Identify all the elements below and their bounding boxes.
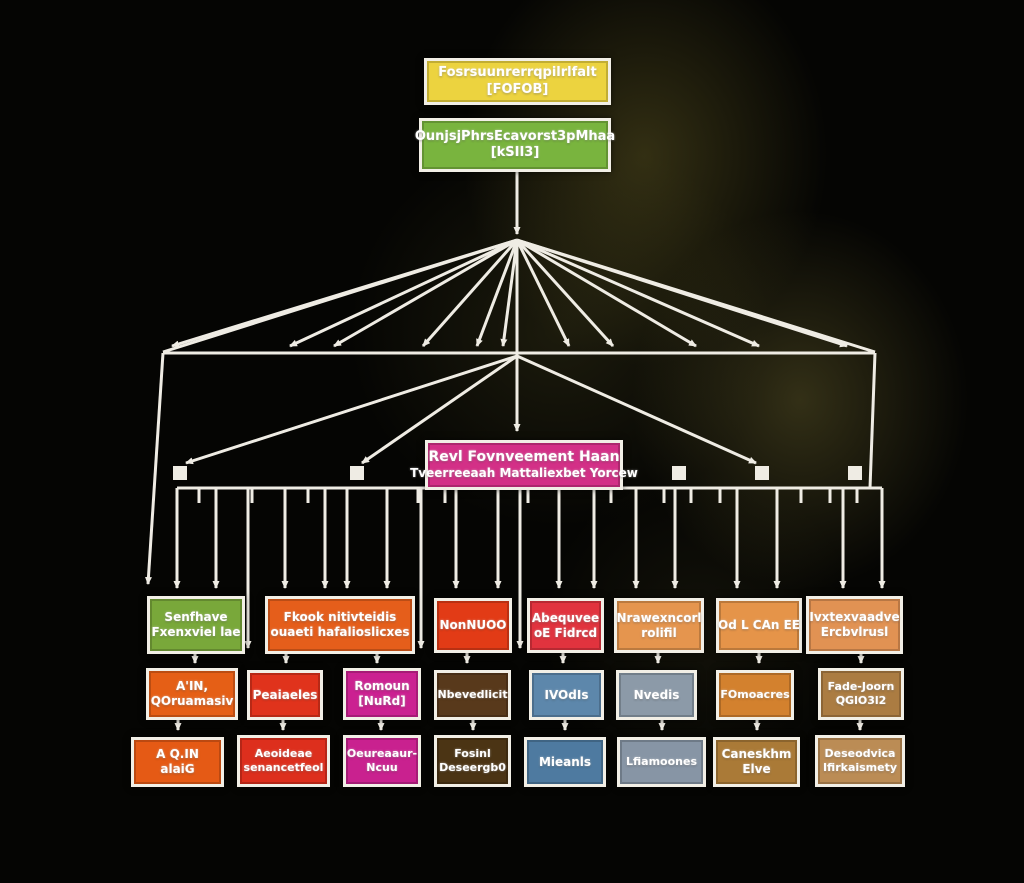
box-label: NonNUOO <box>439 618 507 632</box>
pass-through-arrows <box>244 488 524 649</box>
box-label: rolifil <box>641 625 677 640</box>
box-label: IVOdIs <box>544 687 589 702</box>
box-label: Senfhave <box>164 610 228 624</box>
box-label: QGlO3l2 <box>835 694 887 707</box>
plan-box-label: Revl Fovnveement Haan <box>428 448 620 465</box>
row2-row3-connectors <box>174 718 864 731</box>
box-label: alaiG <box>160 762 195 776</box>
box-label: Romoun <box>354 679 410 693</box>
box-label: oE Fidrcd <box>533 625 598 640</box>
program-box: OunjsjPhrsEcavorst3pMhaa [kSII3] <box>415 118 615 172</box>
row1-box-5: Nrawexncorl rolifil <box>614 598 704 653</box>
fan-arrows <box>162 238 876 354</box>
root-box-label: Fosrsuunrerrqpilrlfalt <box>438 65 597 81</box>
row2-box-8: Fade-Joorn QGlO3l2 <box>818 668 904 720</box>
row1-box-7: Ivxtexvaadve Ercbvlrusl <box>806 596 903 654</box>
row3-box-8: Deseodvica Ifirkaismety <box>815 735 905 787</box>
row2-box-5: IVOdIs <box>529 670 604 720</box>
box-label: Deseodvica <box>824 747 896 761</box>
box-label: Caneskhm <box>721 747 792 761</box>
junction-fan <box>185 354 757 465</box>
box-label: Elve <box>742 762 771 776</box>
box-label: Od L CAn EE <box>718 618 801 632</box>
box-label: [NuRd] <box>358 694 406 708</box>
row1-box-6: Od L CAn EE <box>716 598 802 653</box>
comb-stubs <box>197 488 859 503</box>
program-box-code: [kSII3] <box>490 145 540 160</box>
box-label: QOruamasiv <box>150 694 234 708</box>
box-label: Aeoideae <box>254 747 313 761</box>
row1-box-3: NonNUOO <box>434 598 512 653</box>
box-label: A'IN, <box>175 679 209 693</box>
row2-box-3: Romoun [NuRd] <box>343 668 421 720</box>
row3-box-3: Oeureaaur- Ncuu <box>343 735 421 787</box>
row1-box-4: Abequvee oE Fidrcd <box>527 598 604 653</box>
row3-box-2: Aeoideae senancetfeol <box>237 735 330 787</box>
row3-box-1: A Q.IN alaiG <box>131 737 224 787</box>
box-label: Lfiamoones <box>625 755 697 769</box>
box-label: Fkook nitivteidis <box>283 610 397 624</box>
left-rail <box>144 352 165 585</box>
program-box-label: OunjsjPhrsEcavorst3pMhaa <box>414 128 616 144</box>
row1-row2-connectors <box>191 652 865 664</box>
row2-box-2: Peaiaeles <box>247 670 323 720</box>
box-label: A Q.IN <box>156 747 199 761</box>
box-label: Ercbvlrusl <box>820 625 889 639</box>
box-label: Abequvee <box>531 610 600 625</box>
row2-box-7: FOmoacres <box>716 670 794 720</box>
box-label: Fosinl <box>454 747 491 761</box>
box-label: Ifirkaismety <box>822 761 898 774</box>
box-label: Fxenxviel lae <box>151 625 241 639</box>
box-label: Deseergb0 <box>439 761 506 774</box>
row3-box-6: Lfiamoones <box>617 737 706 787</box>
plan-box: Revl Fovnveement Haan Tveerreeaah Mattal… <box>410 440 638 490</box>
box-label: Nbevedlicit <box>437 688 508 702</box>
row2-box-1: A'IN, QOruamasiv <box>146 668 238 720</box>
box-label: Oeureaaur- <box>346 747 418 761</box>
row1-box-1: Senfhave Fxenxviel lae <box>147 596 245 654</box>
row3-box-5: Mieanls <box>524 737 606 787</box>
box-label: Peaiaeles <box>252 687 318 702</box>
box-label: ouaeti hafalioslicxes <box>270 625 410 639</box>
box-label: senancetfeol <box>243 761 324 774</box>
junction-squares <box>173 466 862 480</box>
row3-box-4: Fosinl Deseergb0 <box>434 735 511 787</box>
box-label: FOmoacres <box>720 688 790 702</box>
box-label: Fade-Joorn <box>827 680 895 694</box>
box-label: Mieanls <box>538 754 592 769</box>
row2-box-4: Nbevedlicit <box>434 670 511 720</box>
box-label: Nvedis <box>633 687 680 702</box>
box-label: Nrawexncorl <box>616 610 702 625</box>
right-rail <box>868 352 877 489</box>
box-label: Ncuu <box>366 761 398 774</box>
row3-box-7: Caneskhm Elve <box>713 737 800 787</box>
root-box-code: [FOFOB] <box>486 81 549 97</box>
comb-arrows <box>173 488 886 589</box>
row1-box-2: Fkook nitivteidis ouaeti hafalioslicxes <box>265 596 415 654</box>
plan-box-sublabel: Tveerreeaah Mattaliexbet Yorcew <box>410 466 638 481</box>
row2-box-6: Nvedis <box>616 670 697 720</box>
box-label: Ivxtexvaadve <box>809 610 900 624</box>
root-box: Fosrsuunrerrqpilrlfalt [FOFOB] <box>424 58 611 105</box>
